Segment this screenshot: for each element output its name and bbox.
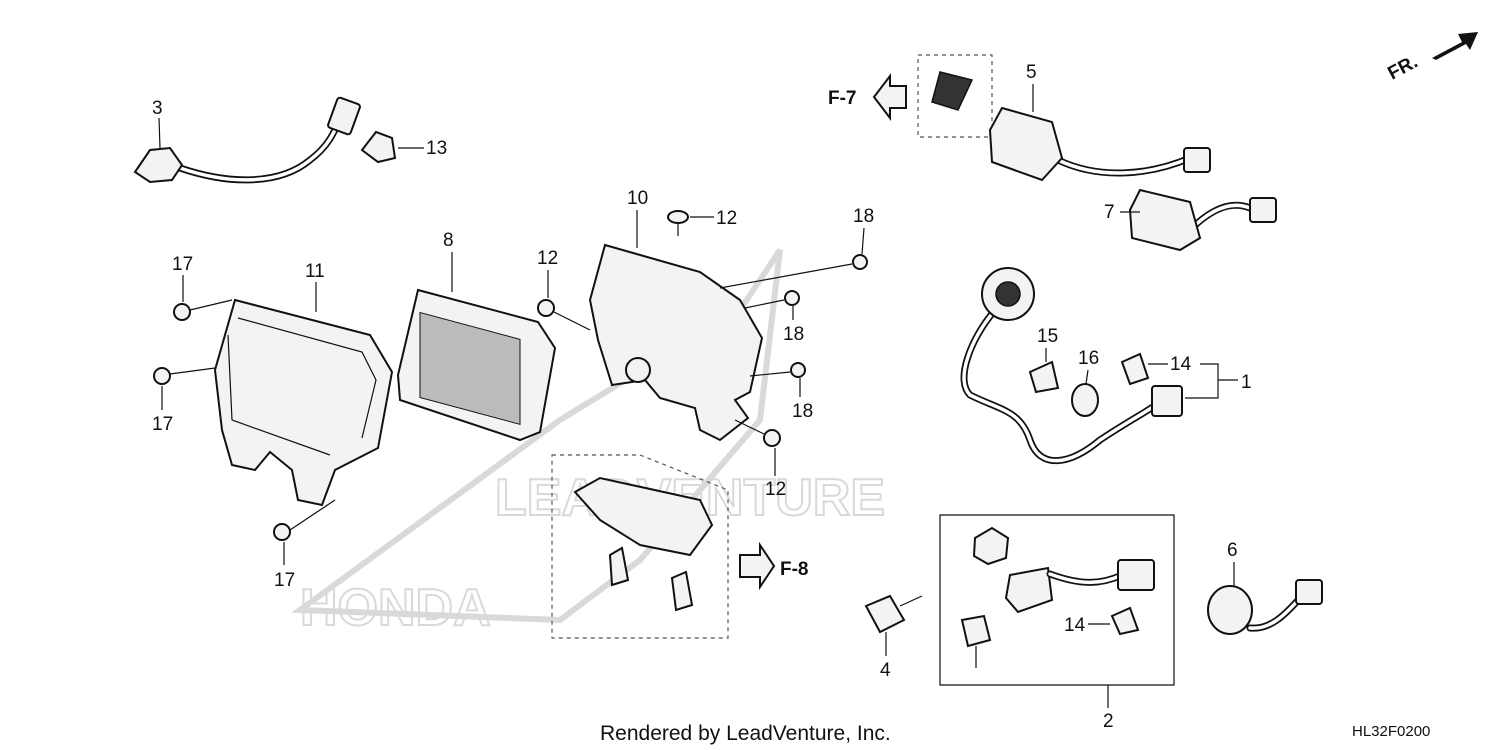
label-part-4: 4 bbox=[880, 660, 891, 681]
part-17-screw-b[interactable] bbox=[153, 367, 216, 385]
front-arrow-icon bbox=[1432, 32, 1478, 60]
part-6-switch[interactable] bbox=[1207, 579, 1323, 635]
label-part-2: 2 bbox=[1103, 711, 1114, 732]
f8-label: F-8 bbox=[780, 559, 809, 580]
label-part-17-c: 17 bbox=[274, 570, 295, 591]
part-12-screw-a[interactable] bbox=[667, 210, 689, 236]
part-13-clip[interactable] bbox=[360, 130, 397, 164]
rendered-by-credit: Rendered by LeadVenture, Inc. bbox=[600, 722, 891, 745]
label-part-18-a: 18 bbox=[853, 206, 874, 227]
label-part-18-b: 18 bbox=[783, 324, 804, 345]
label-part-16: 16 bbox=[1078, 348, 1099, 369]
label-part-1: 1 bbox=[1241, 372, 1252, 393]
part-18-screw-b[interactable] bbox=[744, 290, 800, 309]
part-16-grommet[interactable] bbox=[1071, 383, 1099, 417]
label-part-11: 11 bbox=[305, 261, 325, 282]
f8-group[interactable] bbox=[551, 454, 729, 639]
part-14-clip-b[interactable] bbox=[1110, 606, 1140, 636]
part-14-clip-a[interactable] bbox=[1120, 352, 1150, 386]
label-part-8: 8 bbox=[443, 230, 454, 251]
f7-label: F-7 bbox=[828, 88, 857, 109]
f7-arrow-icon bbox=[872, 73, 907, 121]
f8-reference: F-8 bbox=[739, 541, 809, 591]
front-direction-indicator: FR. bbox=[1384, 32, 1478, 84]
part-5-switch[interactable] bbox=[988, 106, 1211, 182]
part-7-switch[interactable] bbox=[1128, 188, 1277, 252]
label-part-3: 3 bbox=[152, 98, 163, 119]
label-part-10: 10 bbox=[627, 188, 648, 209]
label-part-17-b: 17 bbox=[152, 414, 173, 435]
label-part-12-a: 12 bbox=[716, 208, 737, 229]
label-part-5: 5 bbox=[1026, 62, 1037, 83]
part-3-sensor[interactable] bbox=[133, 96, 361, 184]
diagram-code: HL32F0200 bbox=[1352, 723, 1430, 740]
part-4-key[interactable] bbox=[864, 594, 923, 634]
part-18-screw-c[interactable] bbox=[749, 362, 806, 378]
part-1-harness[interactable] bbox=[960, 267, 1183, 465]
f8-arrow-icon bbox=[739, 541, 776, 591]
part-18-screw-a[interactable] bbox=[719, 254, 868, 289]
label-part-18-c: 18 bbox=[792, 401, 813, 422]
part-2-ignition-switch[interactable] bbox=[939, 514, 1175, 686]
part-12-screw-c[interactable] bbox=[734, 419, 781, 447]
part-10-meter-case[interactable] bbox=[588, 243, 764, 442]
part-11-meter-cover[interactable] bbox=[213, 298, 394, 507]
label-part-14-a: 14 bbox=[1170, 354, 1192, 375]
f7-group[interactable] bbox=[917, 54, 993, 138]
label-part-15: 15 bbox=[1037, 326, 1058, 347]
part-17-screw-a[interactable] bbox=[173, 299, 233, 321]
front-label: FR. bbox=[1384, 52, 1421, 85]
label-part-14-b: 14 bbox=[1064, 615, 1086, 636]
part-8-meter-display[interactable] bbox=[396, 288, 557, 442]
part-17-screw-c[interactable] bbox=[273, 499, 336, 541]
label-part-12-c: 12 bbox=[765, 479, 786, 500]
label-part-12-b: 12 bbox=[537, 248, 558, 269]
label-part-13: 13 bbox=[426, 138, 447, 159]
label-part-17-a: 17 bbox=[172, 254, 193, 275]
label-part-6: 6 bbox=[1227, 540, 1238, 561]
watermark-wing-shape bbox=[291, 248, 783, 624]
watermark-brand: HONDA bbox=[300, 579, 491, 637]
part-15-clip[interactable] bbox=[1028, 360, 1060, 394]
f7-reference: F-7 bbox=[828, 73, 907, 121]
label-part-7: 7 bbox=[1104, 202, 1115, 223]
part-12-screw-b[interactable] bbox=[537, 299, 591, 331]
